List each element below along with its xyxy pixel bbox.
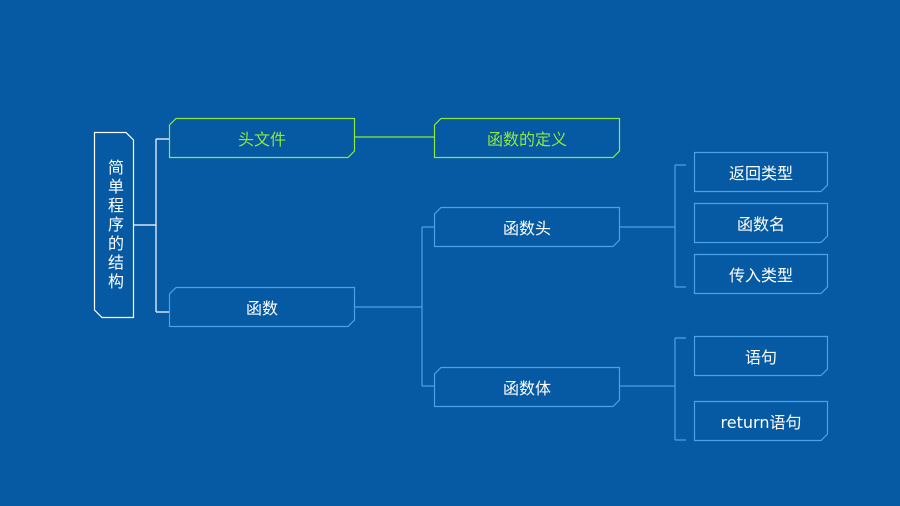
function-head-connector <box>620 164 686 288</box>
return-statement-node: return语句 <box>693 400 829 442</box>
statement-node: 语句 <box>693 335 829 377</box>
header-file-label: 头文件 <box>237 130 286 149</box>
function-head-label: 函数头 <box>502 219 551 238</box>
header-file-node: 头文件 <box>168 117 356 159</box>
root-node: 简单程序的结构 <box>93 131 135 319</box>
root-label: 简单程序的结构 <box>105 158 124 292</box>
param-type-node: 传入类型 <box>693 253 829 295</box>
function-body-connector <box>620 337 686 441</box>
function-connector <box>355 226 434 387</box>
function-definition-node: 函数的定义 <box>433 117 621 159</box>
function-head-node: 函数头 <box>433 206 621 248</box>
function-body-label: 函数体 <box>502 379 551 398</box>
function-label: 函数 <box>245 299 278 318</box>
function-name-node: 函数名 <box>693 202 829 244</box>
statement-label: 语句 <box>744 348 777 367</box>
param-type-label: 传入类型 <box>728 266 793 285</box>
return-type-node: 返回类型 <box>693 151 829 193</box>
function-definition-label: 函数的定义 <box>486 130 567 149</box>
function-body-node: 函数体 <box>433 366 621 408</box>
function-node: 函数 <box>168 286 356 328</box>
return-type-label: 返回类型 <box>728 164 793 183</box>
function-name-label: 函数名 <box>736 215 785 234</box>
return-statement-label: return语句 <box>720 413 802 432</box>
root-connector <box>133 138 169 313</box>
